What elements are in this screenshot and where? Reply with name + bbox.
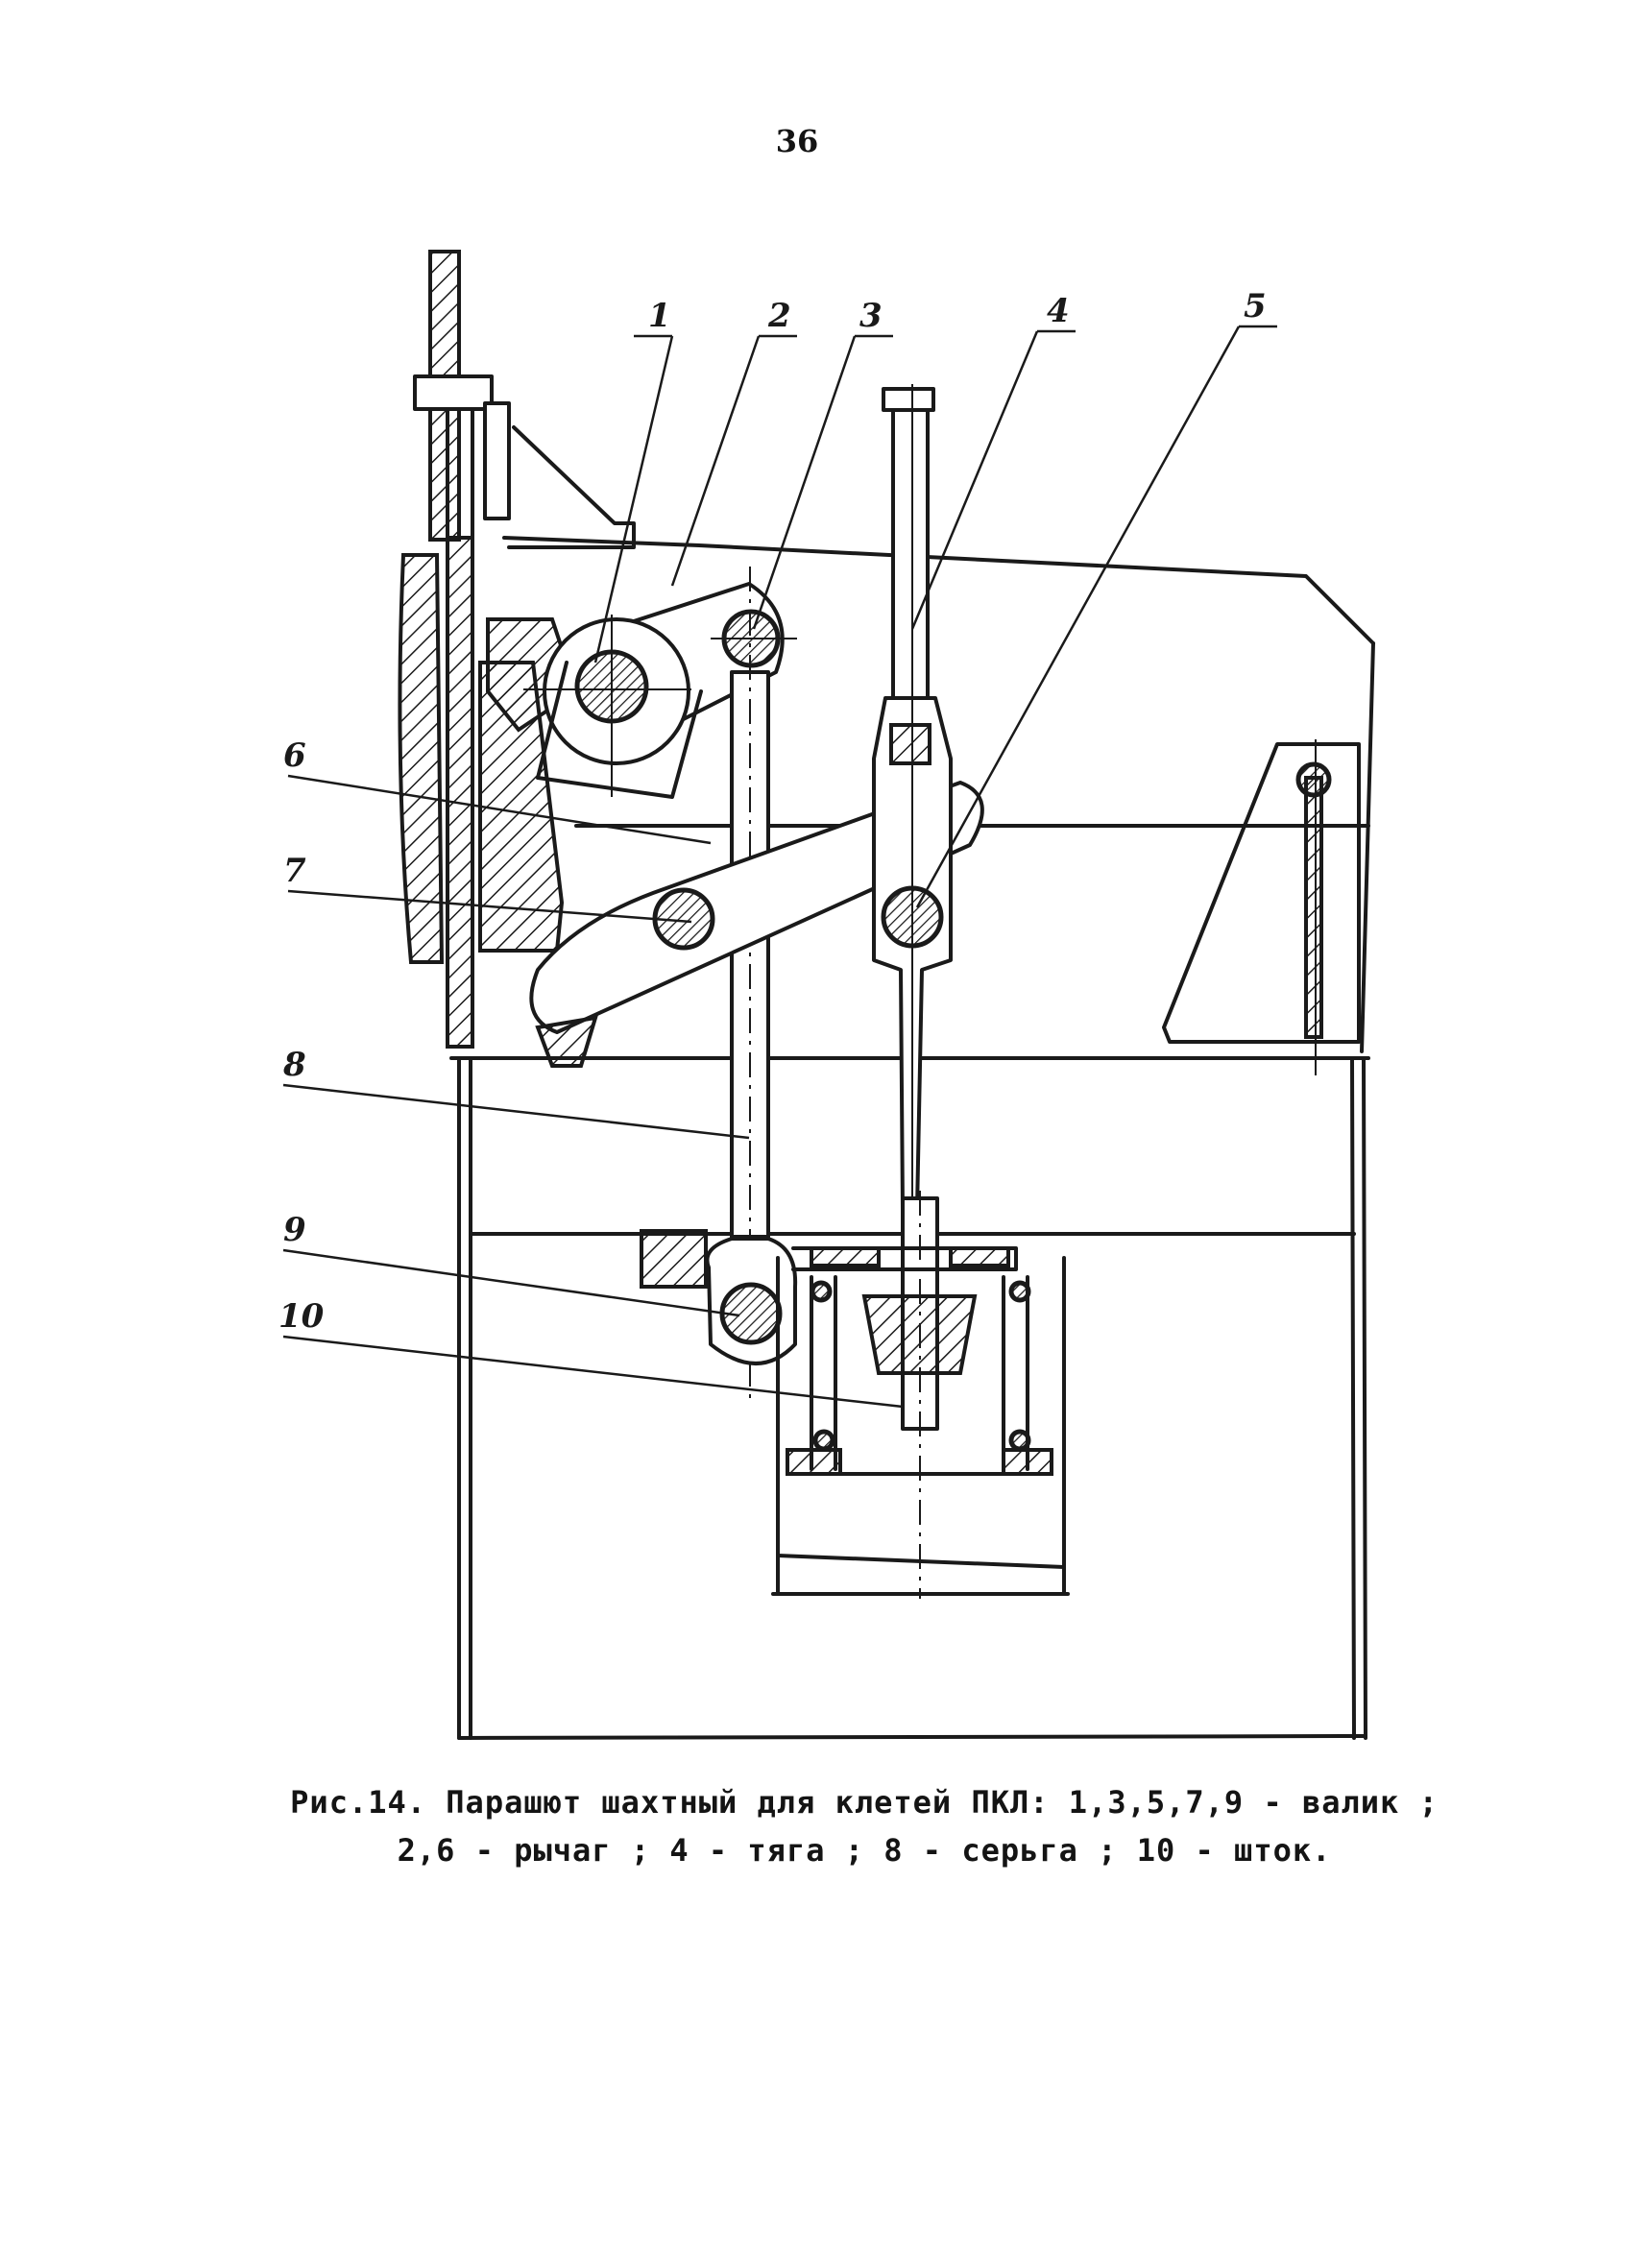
page-number: 36 [775,123,819,159]
callout-2: 2 [767,297,791,335]
figure-caption: Рис.14. Парашют шахтный для клетей ПКЛ: … [288,1778,1440,1874]
callout-10: 10 [278,1297,325,1336]
callout-1: 1 [648,297,671,335]
bracket [502,425,1375,1053]
lever-6 [529,781,984,1068]
callout-4: 4 [1047,292,1070,330]
catcher-shoe [398,553,579,964]
caption-line-1: Рис.14. Парашют шахтный для клетей ПКЛ: … [290,1784,1439,1821]
callout-6: 6 [283,736,306,775]
callout-8: 8 [282,1046,306,1084]
lever-2 [523,582,785,799]
link-8 [705,567,798,1402]
stem-10-cylinder [771,1191,1070,1599]
callout-5: 5 [1244,287,1267,326]
callout-3: 3 [859,297,883,335]
callout-9: 9 [283,1211,306,1249]
rod-4 [872,384,953,1212]
side-gusset [1162,739,1361,1075]
guide-rail [413,250,511,1049]
leader-lines [282,325,1277,1409]
callout-7: 7 [283,852,306,890]
caption-line-2: 2,6 - рычаг ; 4 - тяга ; 8 - серьга ; 10… [397,1832,1332,1869]
